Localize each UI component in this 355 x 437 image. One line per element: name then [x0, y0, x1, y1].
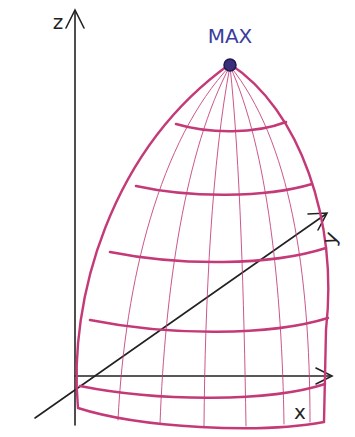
axis-label: z — [53, 12, 64, 32]
axis-label: y — [319, 229, 342, 247]
x-axis — [75, 375, 330, 377]
meridian-line — [204, 66, 230, 426]
dome-outline — [77, 64, 329, 428]
meridian-line — [230, 66, 310, 422]
level-curve — [80, 384, 325, 398]
level-curve — [110, 248, 326, 262]
meridian-line — [230, 66, 284, 424]
axis-label: x — [294, 402, 306, 422]
level-curve — [176, 122, 286, 131]
meridian-line — [160, 66, 230, 424]
z-axis — [74, 12, 76, 425]
max-label: MAX — [208, 26, 253, 46]
meridian-line — [230, 66, 246, 426]
y-axis — [35, 214, 326, 418]
level-curve — [90, 318, 328, 332]
arrowhead — [66, 10, 84, 28]
maximum-dot — [224, 59, 236, 71]
meridian-line — [118, 66, 230, 420]
